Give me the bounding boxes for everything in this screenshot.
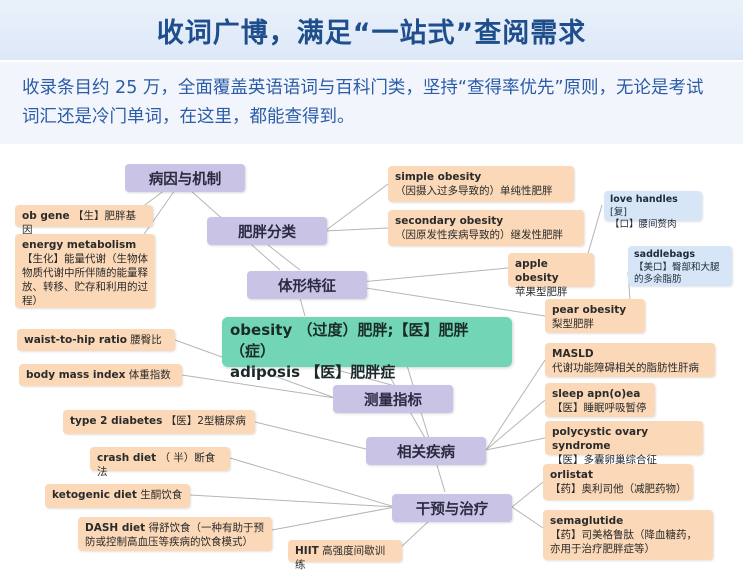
leaf-def: 【医】2型糖尿病	[165, 415, 246, 427]
leaf-term: sleep apn(o)ea	[552, 388, 641, 400]
center-line-1: obesity （过度）肥胖;【医】肥胖（症）	[230, 321, 469, 360]
leaf-term: orlistat	[550, 469, 593, 481]
leaf-bmi: body mass index 体重指数	[19, 364, 182, 386]
center-entry: obesity （过度）肥胖;【医】肥胖（症） adiposis 【医】肥胖症	[222, 317, 512, 381]
link-treat-crash	[229, 457, 396, 508]
leaf-term: saddlebags	[634, 249, 696, 260]
center-line-2: adiposis 【医】肥胖症	[230, 363, 396, 381]
link-related-pcos	[485, 437, 546, 451]
leaf-term: MASLD	[552, 348, 594, 360]
leaf-def: 腰臀比	[130, 334, 162, 346]
link-cause-energy	[139, 189, 176, 241]
leaf-term: body mass index	[26, 369, 126, 381]
subleaf-saddlebags: saddlebags 【美口】臀部和大腿的多余脂肪	[628, 246, 732, 286]
leaf-type-2-diabetes: type 2 diabetes 【医】2型糖尿病	[63, 410, 255, 434]
leaf-def: 代谢功能障碍相关的脂肪性肝病	[552, 362, 699, 374]
category-related: 相关疾病	[366, 437, 486, 465]
leaf-term: ob gene	[22, 210, 70, 222]
link-treat-dash	[271, 506, 396, 531]
leaf-term: DASH diet	[85, 522, 146, 534]
link-treat-orlistat	[511, 481, 544, 508]
leaf-term: semaglutide	[550, 515, 624, 527]
link-measure-bmi	[181, 374, 336, 399]
leaf-simple-obesity: simple obesity （因摄入过多导致的）单纯性肥胖	[388, 166, 574, 202]
leaf-term: waist-to-hip ratio	[24, 334, 127, 346]
leaf-energy-metabolism: energy metabolism 【生化】能量代谢（生物体物质代谢中所伴随的能…	[15, 234, 155, 308]
leaf-term: HIIT	[295, 545, 319, 557]
category-cause: 病因与机制	[125, 164, 245, 192]
link-center-treat	[399, 341, 446, 493]
link-measure-whr	[174, 339, 336, 399]
leaf-def: （ 半）断食法	[97, 452, 216, 478]
link-treat-sema	[511, 506, 544, 529]
leaf-orlistat: orlistat 【药】奥利司他（减肥药物）	[543, 464, 693, 500]
leaf-dash-diet: DASH diet 得舒饮食（一种有助于预防或控制高血压等疾病的饮食模式）	[78, 517, 272, 551]
leaf-term: polycystic ovary syndrome	[552, 426, 649, 452]
leaf-def: 【生】肥胖基因	[22, 210, 136, 236]
leaf-term: ketogenic diet	[52, 489, 137, 501]
leaf-def: 梨型肥胖	[552, 318, 594, 330]
leaf-semaglutide: semaglutide 【药】司美格鲁肽（降血糖药，亦用于治疗肥胖症等）	[543, 510, 713, 560]
leaf-term: simple obesity	[395, 171, 482, 183]
leaf-term: crash diet	[97, 452, 157, 464]
intro-text: 收录条目约 25 万，全面覆盖英语语词与百科门类，坚持“查得率优先”原则，无论是…	[0, 62, 743, 144]
leaf-def: 【美口】臀部和大腿的多余脂肪	[634, 261, 720, 286]
link-center-measure	[329, 367, 396, 387]
category-measure: 测量指标	[333, 385, 453, 413]
leaf-sleep-apnea: sleep apn(o)ea 【医】睡眠呼吸暂停	[545, 383, 655, 417]
leaf-def: 【医】多囊卵巢综合征	[552, 454, 657, 466]
leaf-crash-diet: crash diet （ 半）断食法	[90, 447, 230, 478]
leaf-def: 【药】司美格鲁肽（降血糖药，亦用于治疗肥胖症等）	[550, 529, 697, 555]
leaf-tag: [复]	[610, 206, 627, 218]
category-type: 肥胖分类	[207, 217, 327, 245]
leaf-def: 【医】睡眠呼吸暂停	[552, 402, 647, 414]
link-type-secondary	[324, 227, 389, 232]
leaf-def: （因摄入过多导致的）单纯性肥胖	[395, 185, 553, 197]
leaf-ketogenic-diet: ketogenic diet 生酮饮食	[45, 484, 190, 508]
leaf-term: secondary obesity	[395, 215, 504, 227]
leaf-pcos: polycystic ovary syndrome 【医】多囊卵巢综合征	[545, 421, 703, 466]
link-center-body	[299, 297, 306, 317]
leaf-apple-obesity: apple obesity 苹果型肥胖	[508, 253, 594, 298]
leaf-pear-obesity: pear obesity 梨型肥胖	[545, 299, 645, 333]
leaf-masld: MASLD 代谢功能障碍相关的脂肪性肝病	[545, 343, 715, 377]
link-body-apple	[339, 267, 509, 285]
link-related-masld	[485, 359, 546, 451]
leaf-def: 高强度间歇训练	[295, 545, 386, 570]
subleaf-love-handles: love handles [复] 【口】腰间赘肉	[604, 191, 702, 230]
leaf-def: 苹果型肥胖	[515, 286, 568, 298]
leaf-waist-to-hip: waist-to-hip ratio 腰臀比	[17, 329, 175, 351]
link-related-sleep	[485, 399, 546, 451]
leaf-term: energy metabolism	[22, 239, 137, 251]
category-body: 体形特征	[247, 271, 367, 299]
leaf-def: 体重指数	[128, 369, 171, 381]
link-body-pear	[339, 283, 546, 317]
link-body-type	[267, 244, 301, 271]
link-treat-hiit	[399, 519, 431, 549]
link-related-t2d	[254, 421, 371, 451]
leaf-term: pear obesity	[552, 304, 627, 316]
leaf-term: love handles	[610, 194, 678, 205]
leaf-def: 生酮饮食	[140, 489, 183, 501]
header-banner: 收词广博，满足“一站式”查阅需求	[0, 0, 743, 60]
leaf-ob-gene: ob gene 【生】肥胖基因	[15, 205, 153, 236]
leaf-def: 【生化】能量代谢（生物体物质代谢中所伴随的能量释放、转移、贮存和利用的过程）	[22, 253, 148, 307]
leaf-term: type 2 diabetes	[70, 415, 163, 427]
category-treat: 干预与治疗	[392, 494, 512, 522]
leaf-def: （因原发性疾病导致的）继发性肥胖	[395, 229, 563, 241]
leaf-def: 【口】腰间赘肉	[610, 219, 677, 230]
link-type-simple	[324, 183, 389, 232]
leaf-hiit: HIIT 高强度间歇训练	[288, 540, 402, 570]
leaf-secondary-obesity: secondary obesity （因原发性疾病导致的）继发性肥胖	[388, 210, 584, 246]
page-title: 收词广博，满足“一站式”查阅需求	[156, 17, 587, 49]
leaf-def: 【药】奥利司他（减肥药物）	[550, 483, 687, 495]
leaf-def: 得舒饮食（一种有助于预防或控制高血压等疾病的饮食模式）	[85, 522, 264, 548]
link-treat-keto	[189, 494, 396, 508]
leaf-term: apple obesity	[515, 258, 559, 284]
